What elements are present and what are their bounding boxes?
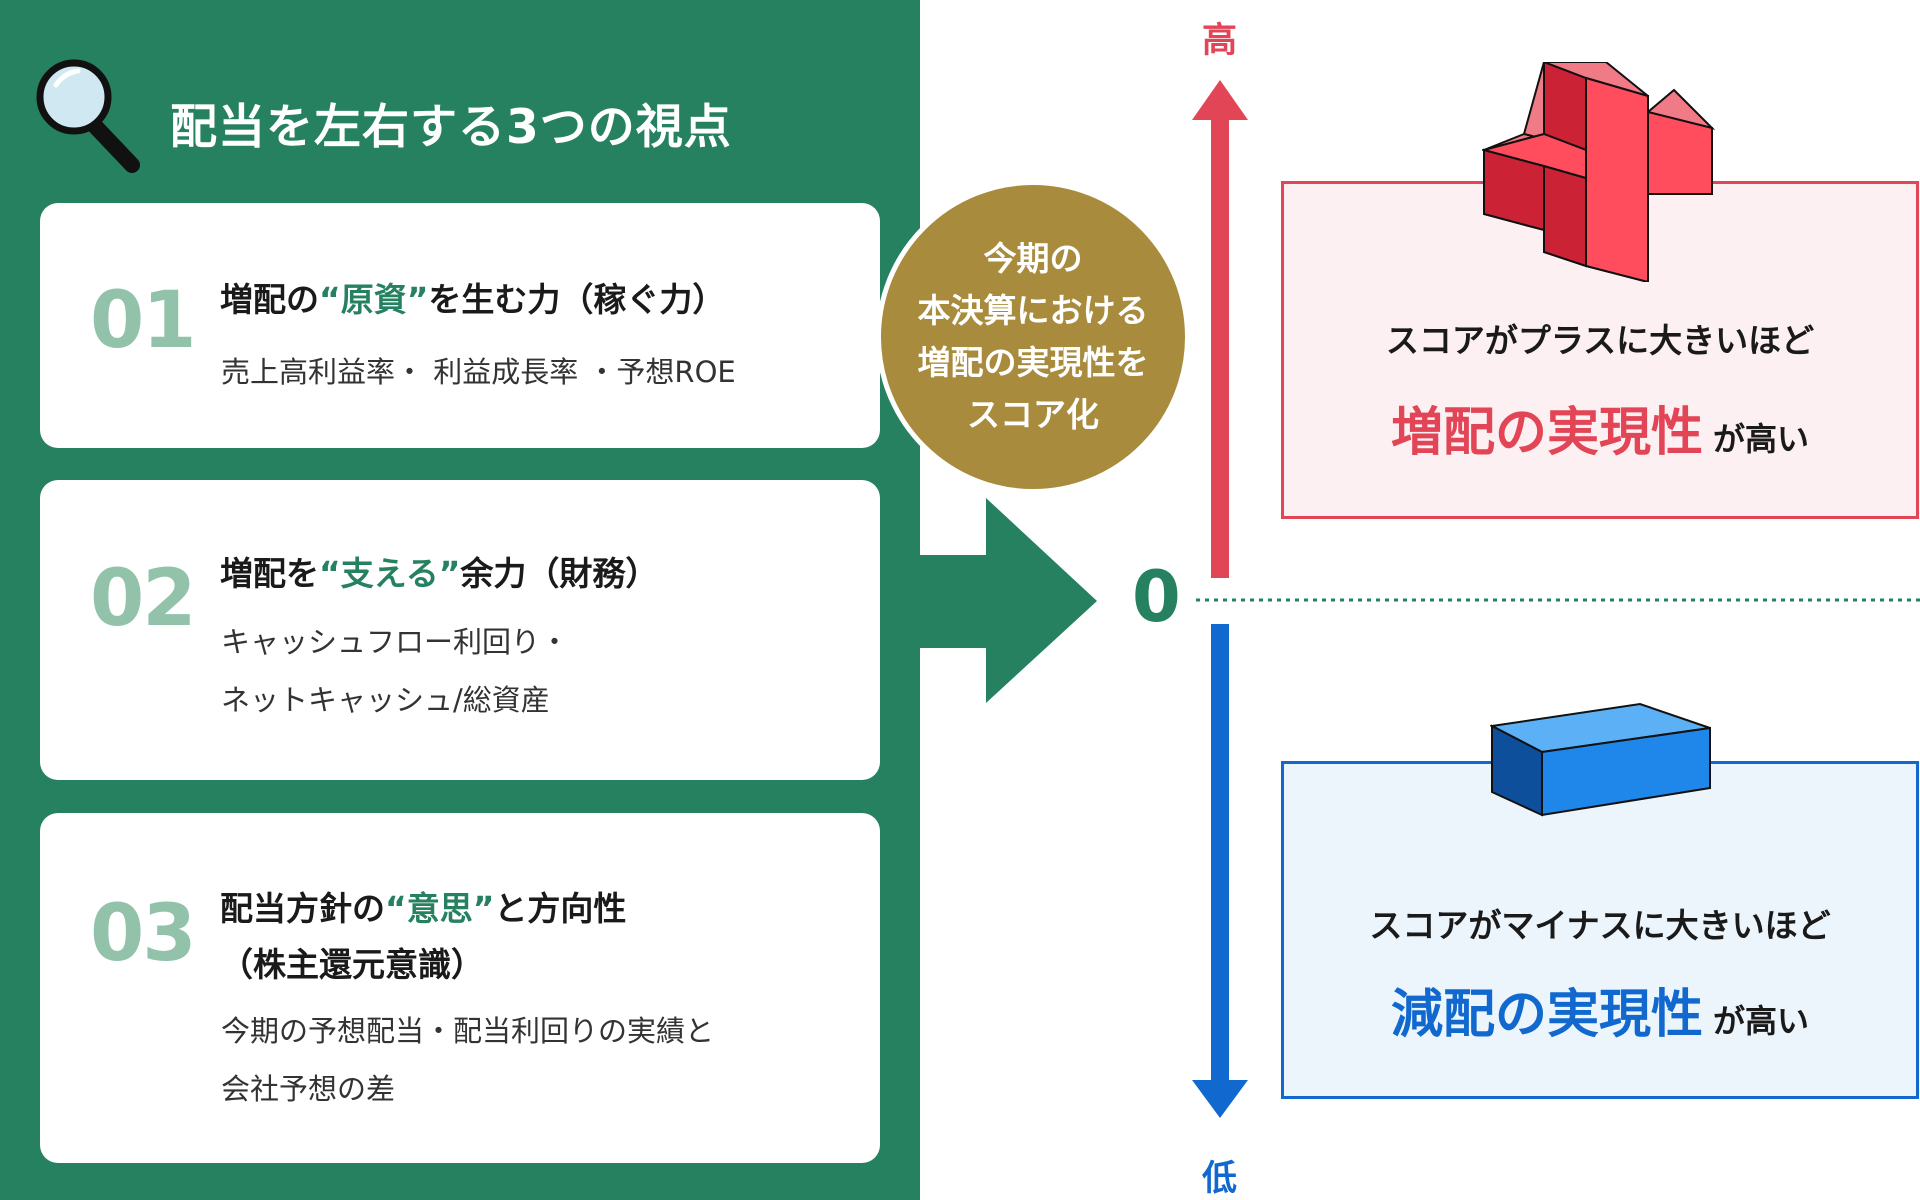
minus-icon xyxy=(1490,702,1711,817)
card-heading: 増配を“支える”余力（財務） xyxy=(220,554,659,593)
plus-box-emphasis: 増配の実現性が高い xyxy=(1390,403,1810,463)
plus-icon xyxy=(1482,62,1716,282)
flow-arrow-icon xyxy=(920,498,1097,703)
score-circle: 今期の 本決算における 増配の実現性を スコア化 xyxy=(876,180,1190,494)
left-panel: 配当を左右する3つの視点 01 増配の“原資”を生む力（稼ぐ力） 売上高利益率・… xyxy=(0,0,920,1200)
minus-score-box: スコアがマイナスに大きいほど 減配の実現性が高い xyxy=(1281,761,1919,1099)
minus-box-caption: スコアがマイナスに大きいほど xyxy=(1369,906,1831,945)
card-number: 03 xyxy=(90,889,197,979)
card-heading: 増配の“原資”を生む力（稼ぐ力） xyxy=(220,280,726,319)
axis-low-label: 低 xyxy=(1202,1159,1238,1199)
viewpoint-card-02: 02 増配を“支える”余力（財務） キャッシュフロー利回り・ ネットキャッシュ/… xyxy=(40,480,880,780)
card-body: キャッシュフロー利回り・ ネットキャッシュ/総資産 xyxy=(221,625,570,717)
viewpoint-card-01: 01 増配の“原資”を生む力（稼ぐ力） 売上高利益率・ 利益成長率 ・予想ROE xyxy=(40,203,880,448)
search-icon xyxy=(36,59,140,173)
panel-title: 配当を左右する3つの視点 xyxy=(170,100,732,155)
arrow-down-icon xyxy=(1192,624,1248,1118)
minus-box-emphasis: 減配の実現性が高い xyxy=(1390,985,1810,1045)
plus-box-caption: スコアがプラスに大きいほど xyxy=(1385,321,1815,360)
arrow-up-icon xyxy=(1192,80,1248,578)
axis-high-label: 高 xyxy=(1202,21,1238,61)
zero-label: 0 xyxy=(1132,556,1181,638)
card-body: 今期の予想配当・配当利回りの実績と 会社予想の差 xyxy=(221,1014,715,1106)
card-number: 02 xyxy=(90,554,197,644)
card-heading: 配当方針の“意思”と方向性 （株主還元意識） xyxy=(220,889,627,984)
card-number: 01 xyxy=(90,276,197,366)
card-body: 売上高利益率・ 利益成長率 ・予想ROE xyxy=(221,355,736,389)
viewpoint-card-03: 03 配当方針の“意思”と方向性 （株主還元意識） 今期の予想配当・配当利回りの… xyxy=(40,813,880,1163)
